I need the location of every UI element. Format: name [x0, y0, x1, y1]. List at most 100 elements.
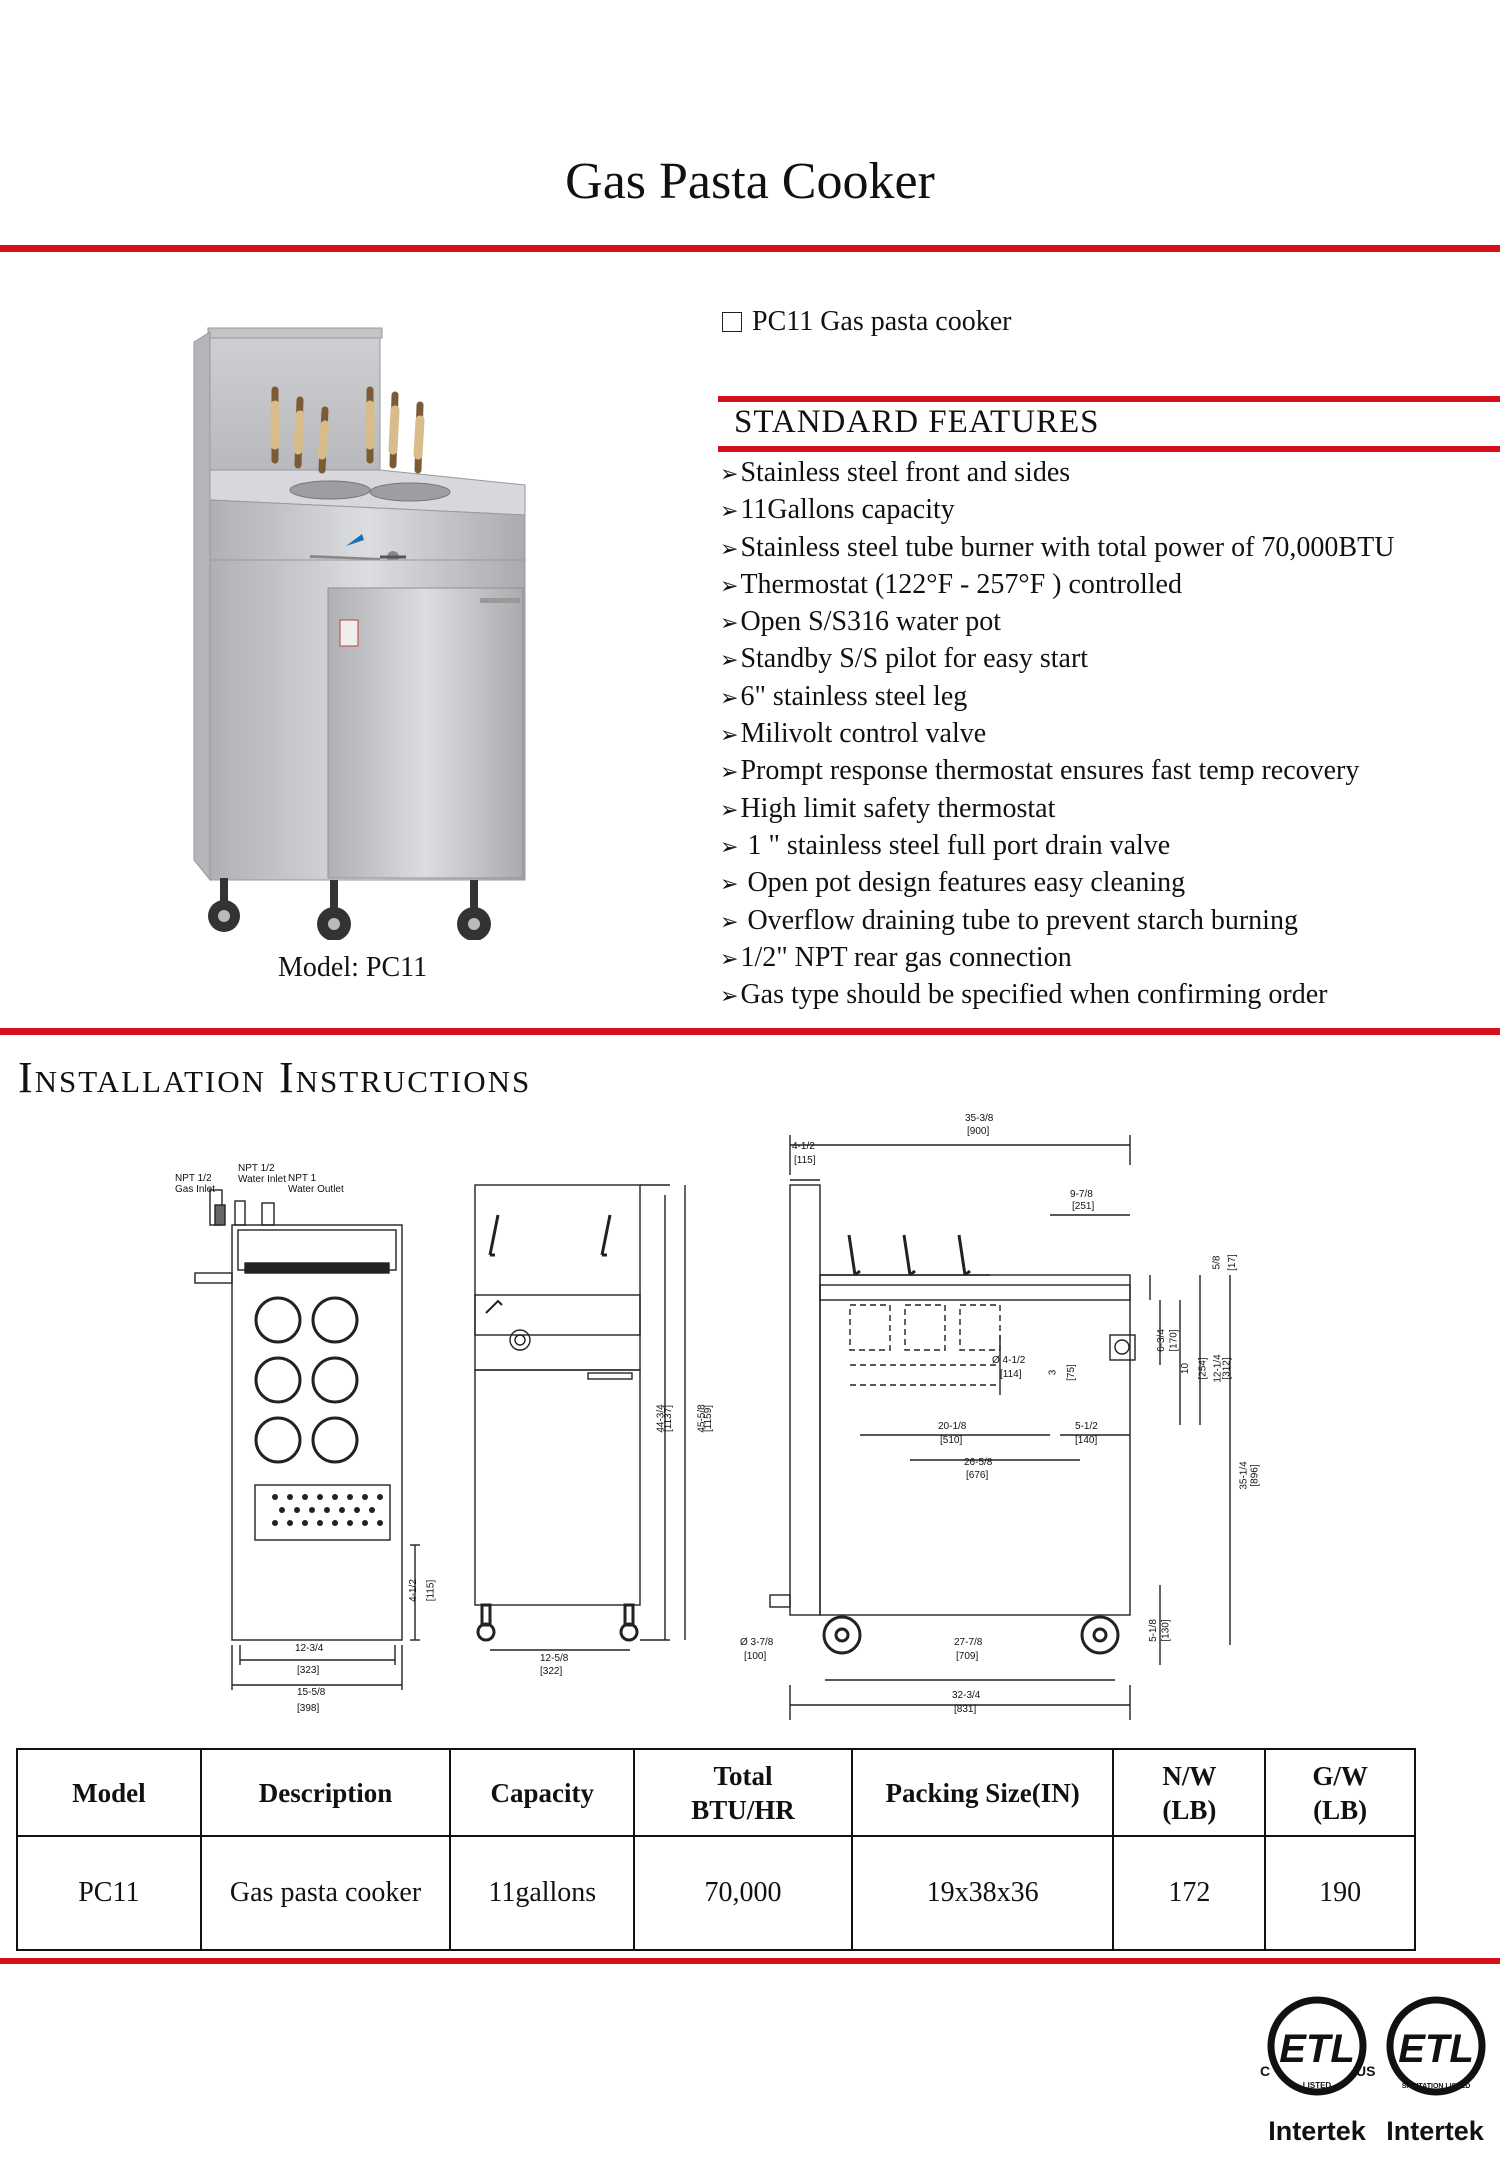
cell-gw: 190	[1264, 1835, 1416, 1951]
dim-label: [896]	[1249, 1464, 1261, 1487]
model-option[interactable]: PC11 Gas pasta cooker	[722, 306, 1011, 338]
installation-title: Installation Instructions	[18, 1053, 532, 1102]
cell-packing-size: 19x38x36	[850, 1835, 1115, 1951]
arrow-bullet-icon: ➢	[720, 797, 739, 823]
col-header-packing-size: Packing Size(IN)	[850, 1748, 1115, 1837]
feature-item: ➢Prompt response thermostat ensures fast…	[720, 755, 1360, 787]
dim-label: [254]	[1197, 1357, 1209, 1380]
intertek-label: Intertek	[1268, 2116, 1366, 2146]
col-header-btu: Total BTU/HR	[633, 1748, 853, 1837]
top-view-drawing	[194, 1189, 420, 1690]
arrow-bullet-icon: ➢	[720, 984, 739, 1010]
installation-drawings: NPT 1/2 Gas Inlet NPT 1/2 Water Inlet NP…	[170, 1105, 1320, 1730]
dim-label: 4-1/2	[792, 1141, 815, 1152]
dim-label: [75]	[1065, 1364, 1077, 1381]
spec-table-header-row: Model Description Capacity Total BTU/HR …	[16, 1748, 1416, 1837]
arrow-bullet-icon: ➢	[720, 648, 739, 674]
arrow-bullet-icon: ➢	[720, 685, 739, 711]
dim-label: Ø 3-7/8	[740, 1637, 774, 1648]
divider-middle	[0, 1028, 1500, 1035]
dim-label: 10	[1180, 1362, 1192, 1375]
dim-label: [900]	[967, 1126, 990, 1137]
dim-label: [510]	[940, 1435, 963, 1446]
arrow-bullet-icon: ➢	[720, 760, 739, 786]
divider-top	[0, 245, 1500, 252]
features-list: ➢Stainless steel front and sides ➢11Gall…	[720, 455, 1394, 1014]
cert-ring-text: SANITATION LISTED	[1402, 2083, 1471, 2090]
dim-label: [323]	[297, 1665, 320, 1676]
dim-label: [676]	[966, 1470, 989, 1481]
dim-label: 4-1/2	[407, 1579, 419, 1602]
dim-label: 12-3/4	[295, 1643, 324, 1654]
page-title: Gas Pasta Cooker	[565, 153, 935, 210]
dim-label: [1137]	[663, 1404, 675, 1433]
dim-label: 9-7/8	[1070, 1189, 1093, 1200]
feature-item: ➢11Gallons capacity	[720, 494, 955, 526]
option-label: PC11 Gas pasta cooker	[752, 306, 1012, 337]
arrow-bullet-icon: ➢	[720, 909, 739, 935]
cell-model: PC11	[16, 1835, 202, 1951]
arrow-bullet-icon: ➢	[720, 723, 739, 749]
dim-label: 26-5/8	[964, 1457, 993, 1468]
arrow-bullet-icon: ➢	[720, 946, 739, 972]
dim-label: 35-1/4	[1238, 1461, 1250, 1490]
water-outlet-label: NPT 1 Water Outlet	[288, 1173, 344, 1195]
arrow-bullet-icon: ➢	[720, 573, 739, 599]
dim-label: [709]	[956, 1651, 979, 1662]
feature-item: ➢ 1 " stainless steel full port drain va…	[720, 829, 1171, 861]
dim-label: [100]	[744, 1651, 767, 1662]
dim-label: [140]	[1075, 1435, 1098, 1446]
dim-label: [130]	[1160, 1619, 1172, 1642]
cell-description: Gas pasta cooker	[199, 1835, 452, 1951]
features-title: STANDARD FEATURES	[734, 404, 1100, 440]
cell-nw: 172	[1112, 1835, 1267, 1951]
pasta-cooker-illustration	[193, 327, 526, 941]
dim-label: 6-3/4	[1155, 1329, 1167, 1352]
feature-item: ➢Stainless steel tube burner with total …	[720, 531, 1395, 563]
feature-item: ➢Stainless steel front and sides	[720, 457, 1071, 488]
side-view-drawing	[769, 1135, 1231, 1720]
feature-item: ➢Open S/S316 water pot	[720, 606, 1001, 638]
arrow-bullet-icon: ➢	[720, 499, 739, 525]
dim-label: Ø 4-1/2	[992, 1355, 1026, 1366]
spec-table: Model Description Capacity Total BTU/HR …	[16, 1748, 1416, 1951]
cert-ring-text: LISTED	[1303, 2081, 1332, 2090]
col-header-capacity: Capacity	[449, 1748, 636, 1837]
dim-label: 5-1/2	[1075, 1421, 1098, 1432]
cert-us-text: US	[1356, 2063, 1375, 2079]
arrow-bullet-icon: ➢	[720, 611, 739, 637]
dim-label: 35-3/8	[965, 1113, 994, 1124]
arrow-bullet-icon: ➢	[720, 536, 739, 562]
col-header-description: Description	[199, 1748, 452, 1837]
feature-item: ➢Gas type should be specified when confi…	[720, 979, 1328, 1011]
dim-label: 5-1/8	[1147, 1619, 1159, 1642]
feature-item: ➢Milivolt control valve	[720, 718, 987, 750]
dim-label: 15-5/8	[297, 1687, 326, 1698]
dim-label: 27-7/8	[954, 1637, 983, 1648]
arrow-bullet-icon: ➢	[720, 872, 739, 898]
feature-item: ➢1/2" NPT rear gas connection	[720, 941, 1072, 973]
water-inlet-label: NPT 1/2 Water Inlet	[238, 1163, 286, 1185]
dim-label: [251]	[1072, 1201, 1095, 1212]
dim-label: [17]	[1226, 1254, 1238, 1271]
dim-label: 3	[1047, 1369, 1059, 1376]
col-header-nw: N/W (LB)	[1112, 1748, 1267, 1837]
col-header-gw: G/W (LB)	[1264, 1748, 1416, 1837]
etl-mark-text: ETL	[1398, 2027, 1474, 2071]
intertek-label: Intertek	[1386, 2116, 1484, 2146]
feature-item: ➢Standby S/S pilot for easy start	[720, 643, 1089, 675]
arrow-bullet-icon: ➢	[720, 462, 739, 487]
etl-listed-logo: ETL C US LISTED Intertek	[1252, 1990, 1382, 2150]
dim-label: [115]	[794, 1155, 816, 1166]
col-header-model: Model	[16, 1748, 202, 1837]
dim-label: 5/8	[1211, 1255, 1223, 1270]
feature-item: ➢ Open pot design features easy cleaning	[720, 867, 1186, 899]
dim-label: [1159]	[703, 1404, 715, 1433]
dim-label: [170]	[1168, 1329, 1180, 1352]
product-photo	[180, 320, 540, 941]
dim-label: 32-3/4	[952, 1690, 981, 1701]
dim-label: 20-1/8	[938, 1421, 967, 1432]
cell-capacity: 11gallons	[449, 1835, 636, 1951]
option-checkbox[interactable]	[722, 312, 742, 332]
front-view-drawing	[474, 1184, 686, 1651]
